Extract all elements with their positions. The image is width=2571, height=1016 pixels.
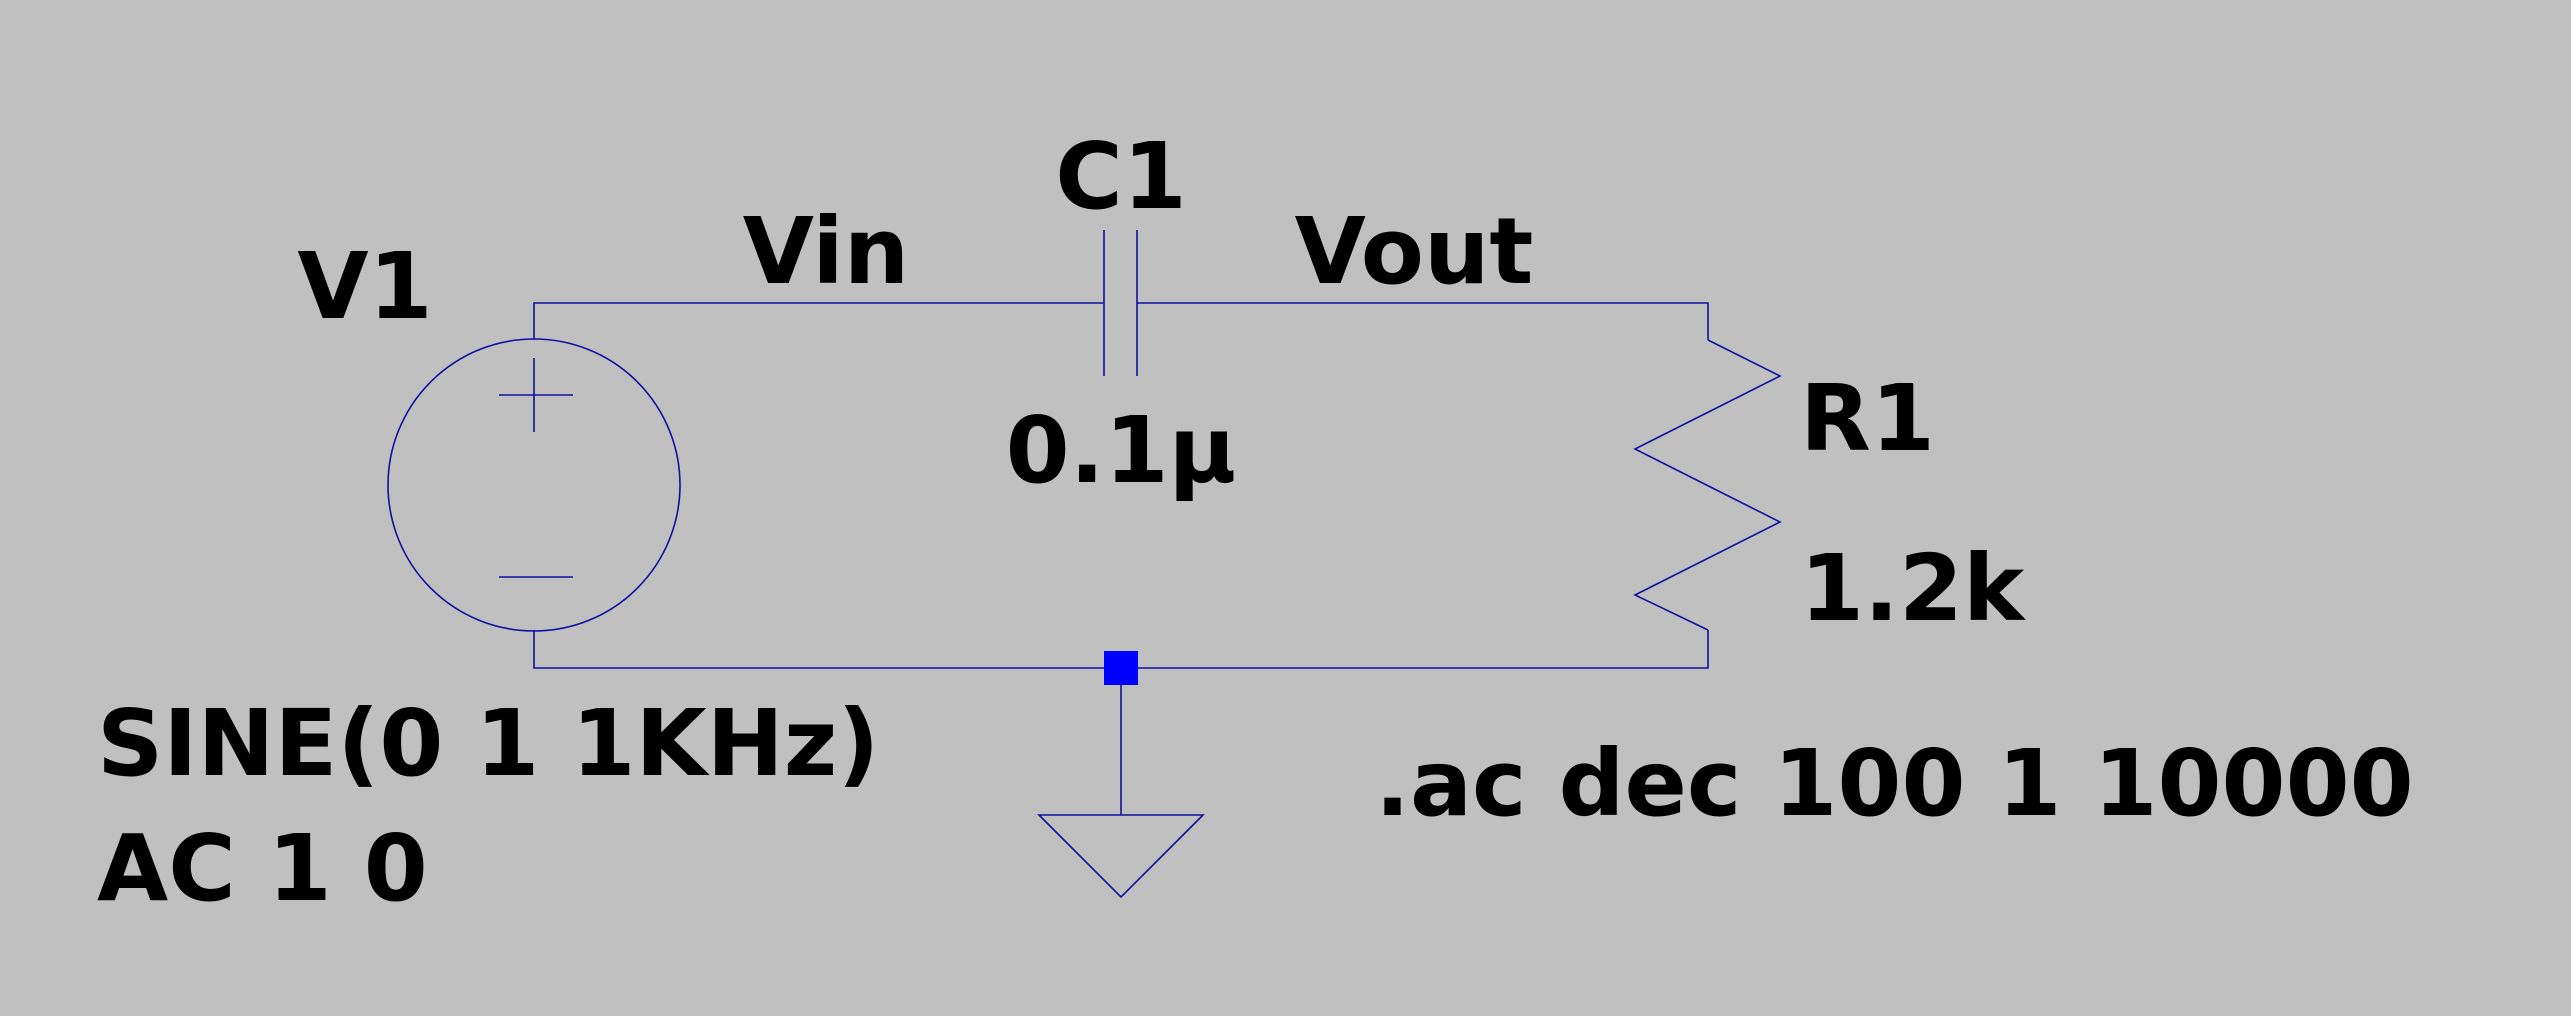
net-label-vout[interactable]: Vout (1295, 198, 1534, 305)
resistor-ref-label[interactable]: R1 (1800, 365, 1935, 472)
net-label-vin[interactable]: Vin (743, 198, 910, 305)
plus-icon (499, 358, 573, 432)
source-ac-label[interactable]: AC 1 0 (97, 815, 428, 922)
ac-analysis-directive[interactable]: .ac dec 100 1 10000 (1375, 730, 2414, 837)
resistor-value-label[interactable]: 1.2k (1800, 535, 2026, 642)
ground-icon[interactable] (1037, 814, 1205, 899)
source-function-label[interactable]: SINE(0 1 1KHz) (97, 690, 879, 797)
capacitor-ref-label[interactable]: C1 (1055, 123, 1187, 230)
wire-vin[interactable] (533, 302, 1104, 340)
wire-vout[interactable] (1137, 302, 1709, 340)
capacitor-value-label[interactable]: 0.1µ (1006, 397, 1237, 504)
voltage-source-v1[interactable] (387, 338, 681, 632)
resistor-r1[interactable] (1633, 339, 1782, 631)
source-ref-label[interactable]: V1 (297, 233, 432, 340)
capacitor-c1[interactable] (1103, 230, 1138, 376)
resistor-zigzag (1633, 339, 1782, 631)
voltage-source-circle (387, 338, 681, 632)
junction-dot[interactable] (1104, 651, 1138, 685)
